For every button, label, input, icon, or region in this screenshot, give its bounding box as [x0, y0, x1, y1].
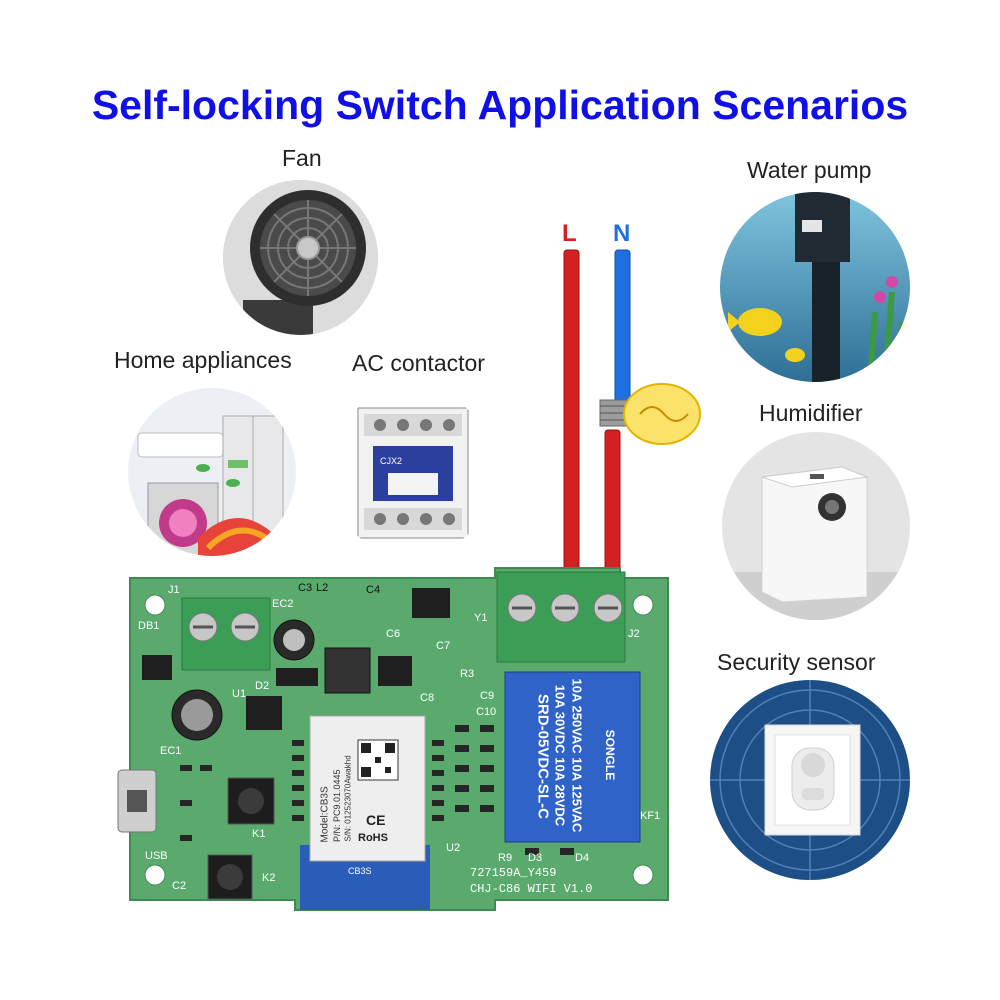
silk-d2: D2 [255, 680, 270, 692]
silk-db1: DB1 [138, 620, 160, 632]
silk-k1: K1 [252, 828, 266, 840]
silk-c3: C3 [298, 582, 313, 594]
module-sn: S/N: 012523070Awakhd [343, 755, 353, 842]
relay-rating-1: 10A 250VAC 10A 125VAC [569, 678, 585, 833]
silk-j1: J1 [168, 584, 180, 596]
water-pump-image [720, 192, 910, 382]
silk-ec2: EC2 [272, 598, 294, 610]
label-water-pump: Water pump [747, 157, 872, 183]
wifi-module [300, 715, 430, 910]
light-bulb-icon [599, 383, 701, 445]
silk-d4: D4 [575, 852, 590, 864]
module-antenna-label: CB3S [348, 866, 372, 876]
neutral-wire-label: N [613, 220, 631, 247]
module-model: Model:CB3S [319, 786, 331, 843]
neutral-wire-upper [614, 249, 631, 411]
silk-c9: C9 [480, 690, 495, 702]
silk-u2: U2 [446, 842, 461, 854]
silk-c6: C6 [386, 628, 401, 640]
terminal-j2 [496, 571, 626, 663]
silk-l2: L2 [316, 582, 329, 594]
silk-c4: C4 [366, 584, 381, 596]
module-pn: P/N: PC9.01.0445 [332, 769, 342, 842]
board-code: 727159A_Y459 [470, 866, 557, 880]
live-wire-label: L [562, 220, 577, 247]
neutral-wire-lower [604, 429, 621, 581]
silk-r9: R9 [498, 852, 513, 864]
module-ce: CE [366, 812, 386, 828]
silk-ec1: EC1 [160, 745, 182, 757]
label-ac-contactor: AC contactor [352, 350, 485, 376]
silk-r3: R3 [460, 668, 475, 680]
silk-k2: K2 [262, 872, 276, 884]
page-title: Self-locking Switch Application Scenario… [91, 82, 909, 128]
terminal-j1 [181, 597, 271, 671]
security-sensor-image [710, 680, 910, 880]
relay-rating-2: 10A 30VDC 10A 28VDC [552, 684, 568, 827]
silk-c10: C10 [476, 706, 497, 718]
label-fan: Fan [282, 145, 322, 171]
relay [504, 671, 641, 843]
silk-j2: J2 [628, 628, 640, 640]
silk-u1: U1 [232, 688, 247, 700]
silk-kf1: KF1 [640, 810, 661, 822]
home-appliances-image [128, 388, 296, 556]
live-wire [563, 249, 580, 581]
svg-text:CJX2: CJX2 [380, 456, 402, 466]
label-humidifier: Humidifier [759, 400, 863, 426]
fan-image [223, 180, 378, 335]
board-name: CHJ-C86 WIFI V1.0 [470, 882, 593, 896]
label-home-appliances: Home appliances [114, 347, 292, 373]
silk-d3: D3 [528, 852, 543, 864]
silk-c2: C2 [172, 880, 187, 892]
silk-y1: Y1 [474, 612, 488, 624]
label-security-sensor: Security sensor [717, 649, 876, 675]
ac-contactor-image: CJX2 [328, 388, 496, 556]
module-rohs: RoHS [358, 832, 388, 844]
silk-c7: C7 [436, 640, 451, 652]
relay-model: SRD-05VDC-SL-C [534, 693, 552, 819]
relay-brand: SONGLE [603, 729, 617, 781]
silk-usb: USB [145, 850, 168, 862]
silk-c8: C8 [420, 692, 435, 704]
